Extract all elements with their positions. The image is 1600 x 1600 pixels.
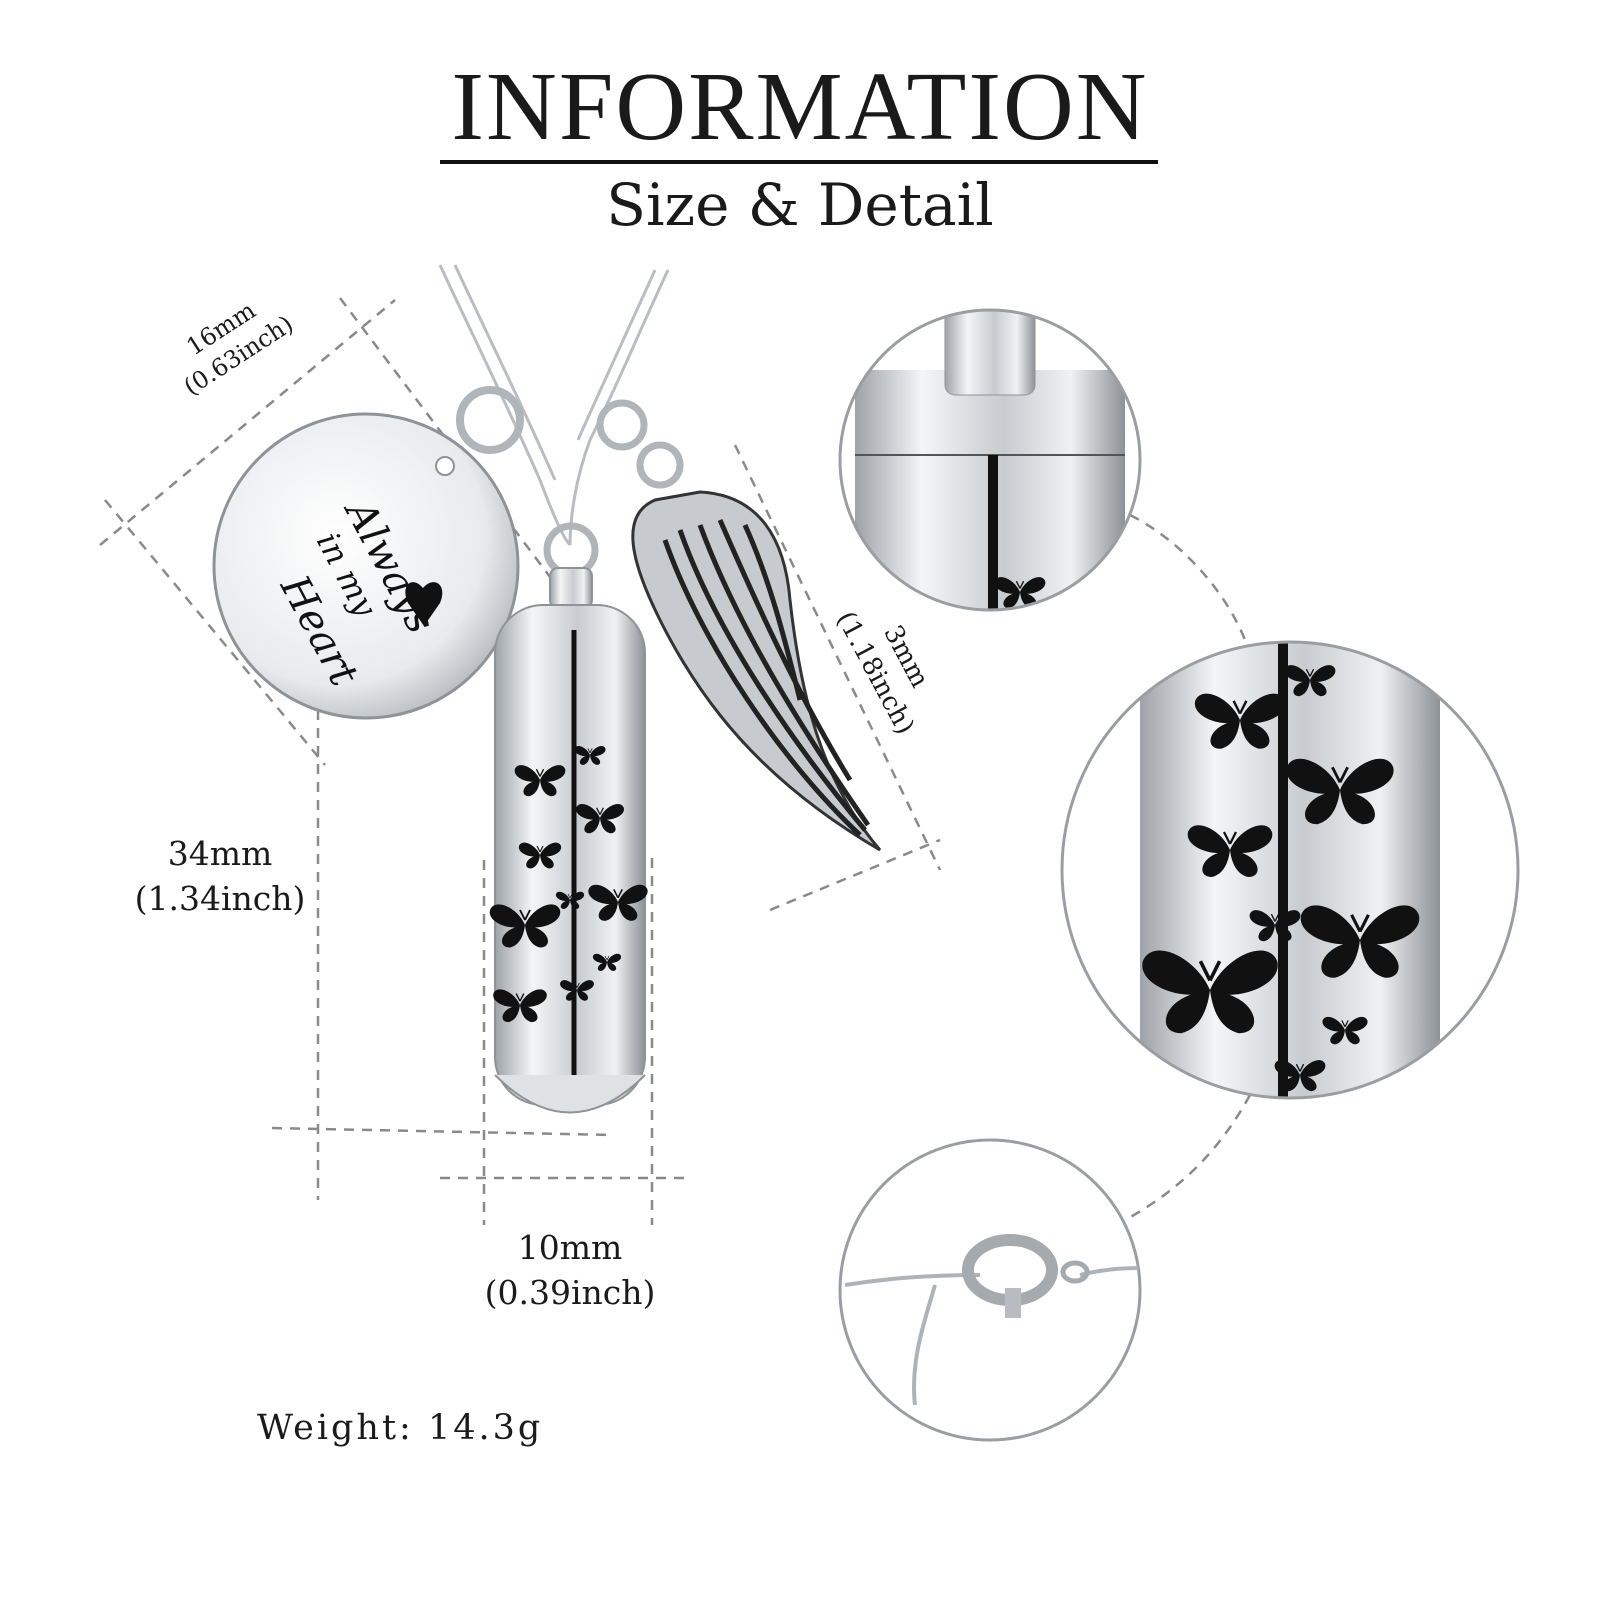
zoom-circle-top bbox=[838, 308, 1142, 612]
width-dimension-label: 10mm (0.39inch) bbox=[460, 1226, 680, 1315]
width-dimension-mm: 10mm bbox=[517, 1228, 623, 1267]
cylinder-urn bbox=[488, 522, 649, 1114]
page-subtitle: Size & Detail bbox=[606, 171, 994, 239]
height-dimension-inch: (1.34inch) bbox=[134, 878, 306, 918]
wing-charm bbox=[596, 399, 882, 852]
weight-label: Weight: 14.3g bbox=[257, 1408, 544, 1448]
zoom-circle-middle bbox=[1060, 640, 1520, 1100]
page-title: INFORMATION bbox=[451, 53, 1149, 161]
width-dimension-inch: (0.39inch) bbox=[484, 1272, 656, 1312]
height-dimension-mm: 34mm bbox=[167, 834, 273, 873]
zoom-circle-bottom bbox=[838, 1138, 1142, 1442]
title-underline bbox=[440, 160, 1158, 164]
disc-pendant bbox=[212, 386, 524, 720]
height-dimension-label: 34mm (1.34inch) bbox=[105, 832, 335, 921]
